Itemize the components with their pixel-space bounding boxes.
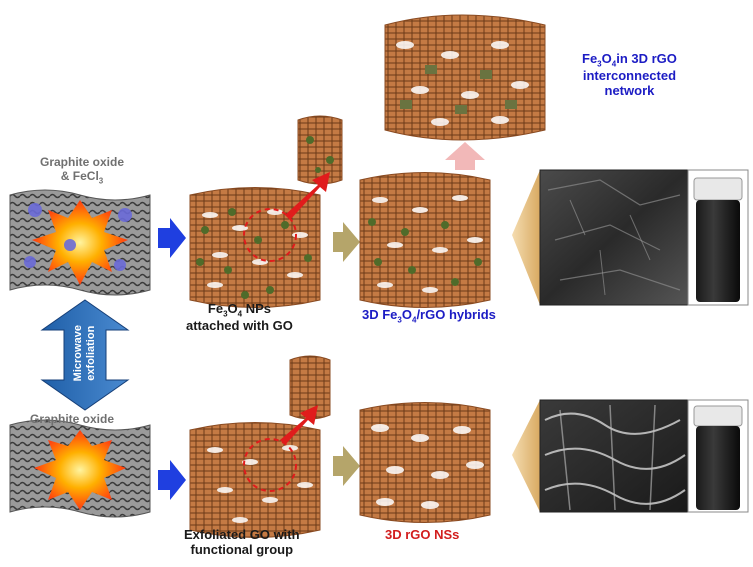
zoom-inset-top: [297, 115, 343, 185]
double-arrow-vertical-icon: [40, 299, 130, 411]
arrow-up-icon: [445, 142, 485, 170]
microwave-exfoliation-label: Microwave exfoliation: [71, 325, 97, 382]
fe3o4-nps-label: Fe3O4 NPs attached with GO: [186, 301, 293, 333]
sem-image-bottom: [539, 399, 689, 513]
arrow-right-icon: [158, 218, 186, 258]
vial-top: [687, 169, 749, 306]
arrow-red-icon: [285, 172, 330, 220]
arrow-right-icon: [333, 446, 360, 486]
starburst-icon: [32, 200, 128, 285]
vial-bottom: [687, 399, 749, 513]
graphite-oxide-block: [9, 419, 151, 518]
sem-image-top: [539, 169, 689, 306]
network-block: [384, 14, 546, 141]
graphite-fecl3-block: [9, 189, 151, 296]
zoom-inset-bottom: [289, 355, 331, 420]
graphite-oxide-label: Graphite oxide: [30, 412, 115, 426]
network-label: Fe3O4in 3D rGO interconnected network: [582, 51, 677, 98]
rgo-nss-label: 3D rGO NSs: [385, 527, 460, 542]
starburst-icon: [34, 430, 126, 510]
hybrid-block: [359, 172, 491, 308]
exfoliated-go-label: Exfoliated GO with functional group: [184, 527, 300, 557]
exfoliated-go-block: [189, 422, 321, 538]
hybrid-label: 3D Fe3O4/rGO hybrids: [362, 307, 496, 325]
rgo-block: [359, 402, 491, 523]
arrow-right-icon: [333, 222, 360, 262]
graphite-fecl3-label: Graphite oxide & FeCl3: [40, 155, 125, 186]
arrow-right-icon: [158, 460, 186, 500]
arrow-red-icon: [280, 405, 318, 445]
